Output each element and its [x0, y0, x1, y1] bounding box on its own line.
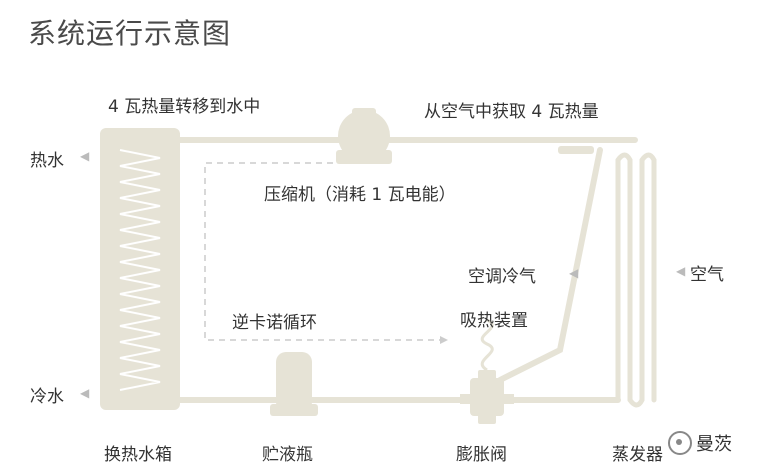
label-tank: 换热水箱 [104, 445, 172, 465]
label-evaporator: 蒸发器 [612, 445, 663, 465]
evaporator [615, 152, 657, 408]
label-air: 空气 [690, 265, 724, 285]
expansion-valve [460, 370, 514, 424]
label-hot-water: 热水 [30, 151, 64, 171]
arrow-left-icon: ◀ [80, 386, 90, 400]
label-cold-water: 冷水 [30, 387, 64, 407]
compressor [336, 108, 392, 164]
label-heat-from-air: 从空气中获取 4 瓦热量 [424, 102, 599, 122]
arrow-left-icon: ◀ [80, 149, 90, 163]
cycle-dashed [204, 162, 440, 341]
label-reverse-carnot: 逆卡诺循环 [232, 313, 317, 333]
label-heat-to-water: 4 瓦热量转移到水中 [108, 97, 261, 117]
arrow-left-icon: ◀ [676, 264, 686, 278]
label-compressor: 压缩机（消耗 1 瓦电能） [264, 185, 456, 205]
capillary-coil [480, 318, 494, 372]
page-title: 系统运行示意图 [28, 17, 232, 50]
arrow-left-icon: ◀ [569, 266, 579, 280]
label-ac-cold-air: 空调冷气 [468, 267, 536, 287]
evaporator-header [558, 146, 594, 154]
wechat-icon [668, 431, 692, 455]
cycle-arrowhead [440, 336, 448, 344]
label-receiver: 贮液瓶 [262, 445, 313, 465]
watermark-text: 曼茨 [696, 434, 732, 455]
label-heat-absorber: 吸热装置 [460, 311, 528, 331]
valve-riser [497, 147, 603, 383]
tank-coil [119, 149, 161, 391]
label-expansion-valve: 膨胀阀 [456, 445, 507, 465]
watermark: 曼茨 [668, 430, 732, 456]
receiver-bottle [270, 352, 318, 416]
